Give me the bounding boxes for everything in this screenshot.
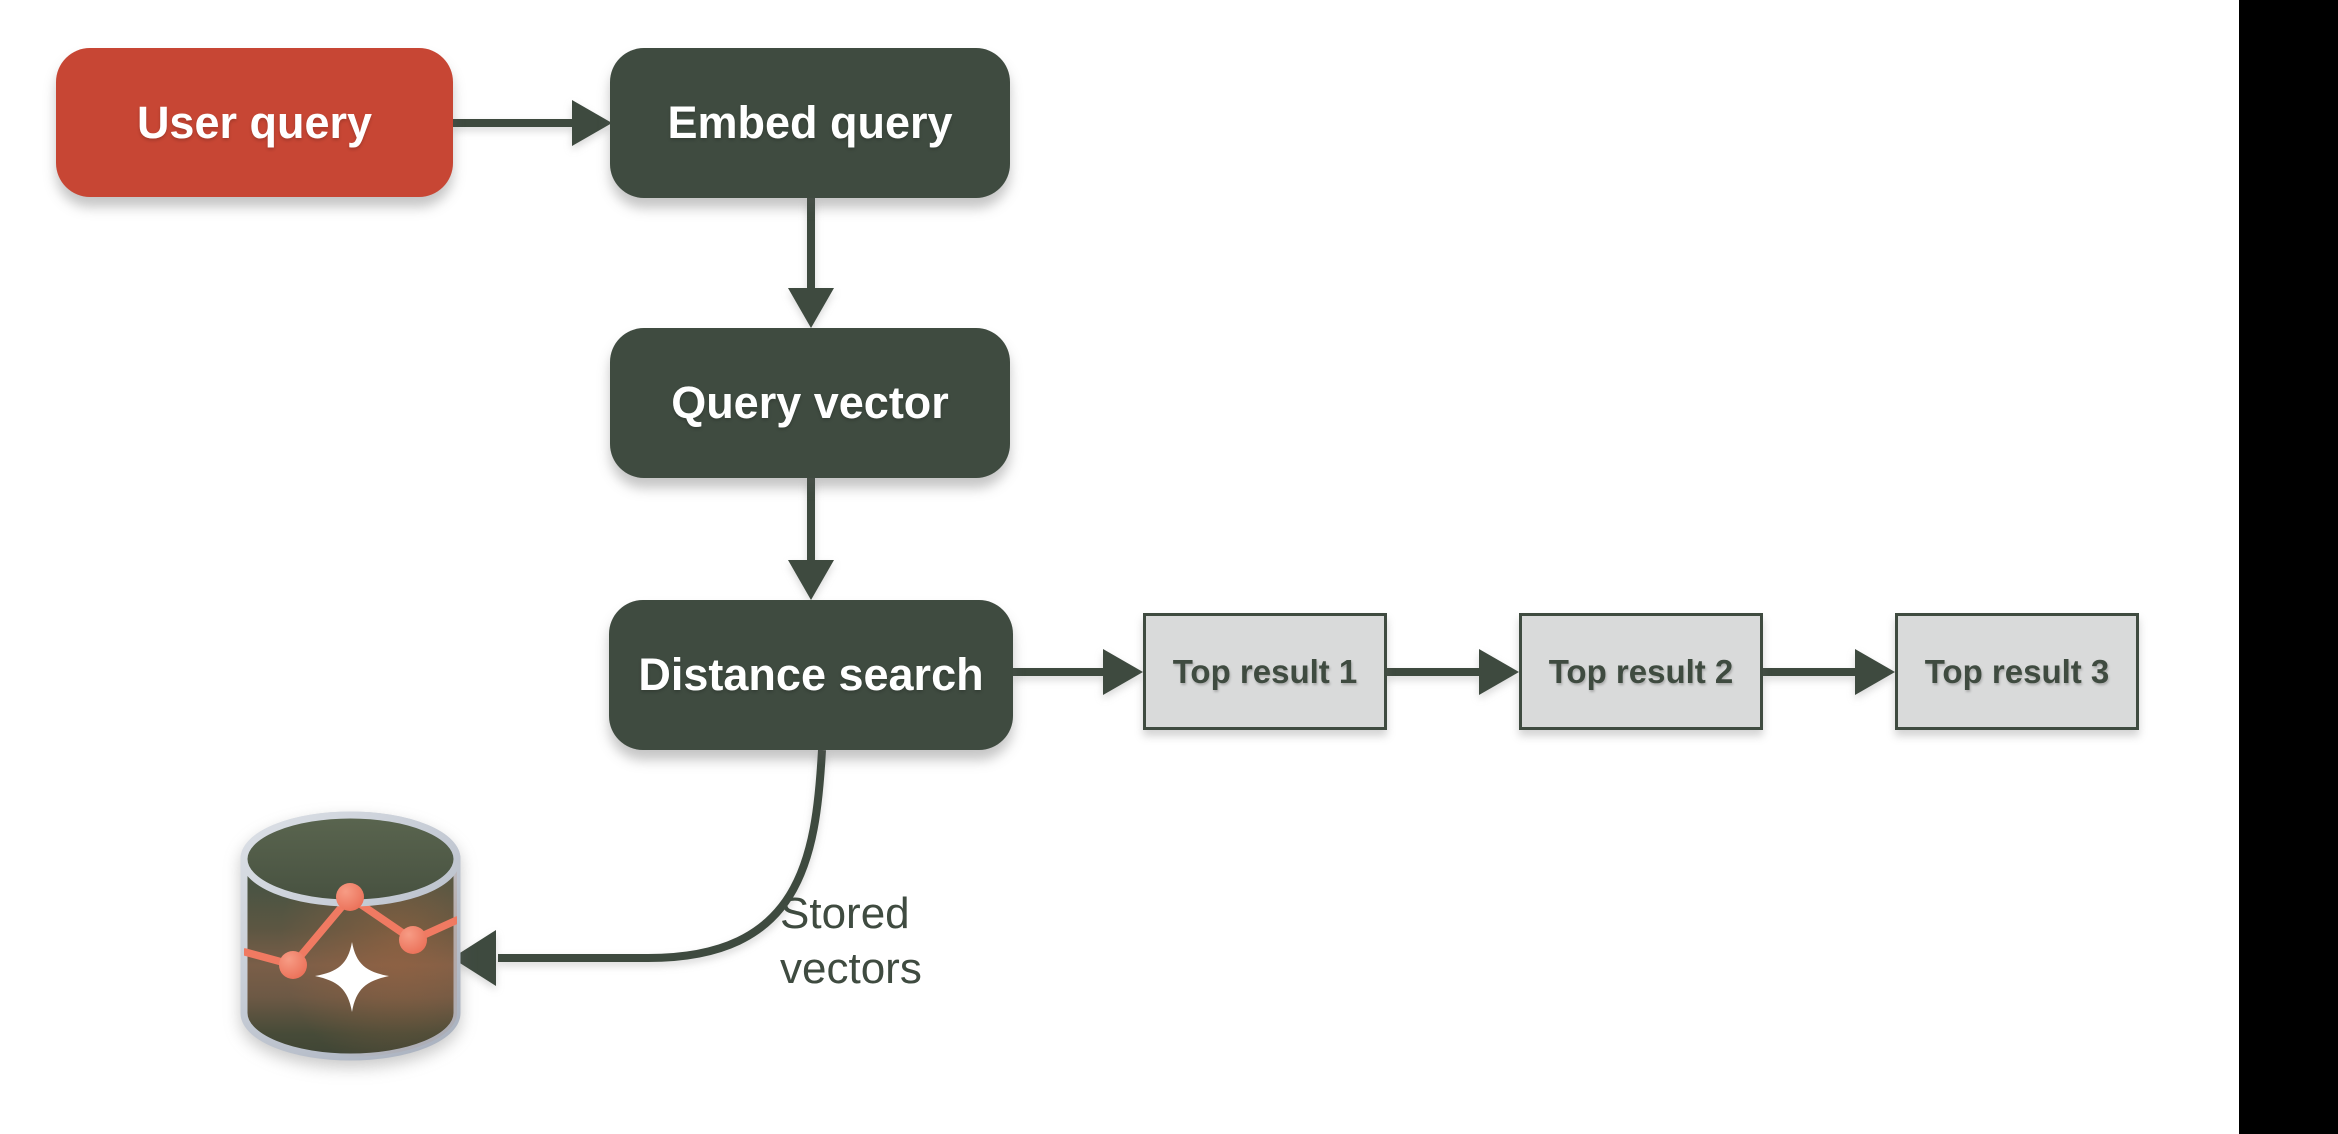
database-icon	[240, 811, 461, 1061]
edge-top-result-2-to-top-result-3	[1763, 649, 1895, 695]
node-top-result-3-label: Top result 3	[1924, 652, 2110, 690]
letterbox-bar	[2239, 0, 2338, 1134]
node-embed-query: Embed query	[610, 48, 1010, 198]
node-top-result-1: Top result 1	[1143, 613, 1387, 730]
node-query-vector-label: Query vector	[671, 377, 949, 428]
node-top-result-2-label: Top result 2	[1548, 652, 1734, 690]
edge-user-query-to-embed-query	[452, 100, 612, 146]
node-distance-search-label: Distance search	[638, 649, 984, 700]
vector-data-points	[279, 883, 427, 979]
stored-vectors-label: Stored vectors	[780, 889, 922, 993]
node-user-query: User query	[56, 48, 453, 197]
edge-distance-search-to-top-result-1	[1013, 649, 1143, 695]
edge-distance-search-to-stored-vectors	[452, 749, 826, 986]
node-top-result-2: Top result 2	[1519, 613, 1763, 730]
node-query-vector: Query vector	[610, 328, 1010, 478]
node-distance-search: Distance search	[609, 600, 1013, 750]
edge-embed-query-to-query-vector	[788, 198, 834, 328]
four-point-star-icon	[315, 942, 389, 1012]
node-top-result-3: Top result 3	[1895, 613, 2139, 730]
edge-query-vector-to-distance-search	[788, 478, 834, 600]
node-top-result-1-label: Top result 1	[1172, 652, 1358, 690]
node-embed-query-label: Embed query	[667, 97, 953, 148]
node-user-query-label: User query	[136, 96, 373, 148]
edge-top-result-1-to-top-result-2	[1387, 649, 1519, 695]
